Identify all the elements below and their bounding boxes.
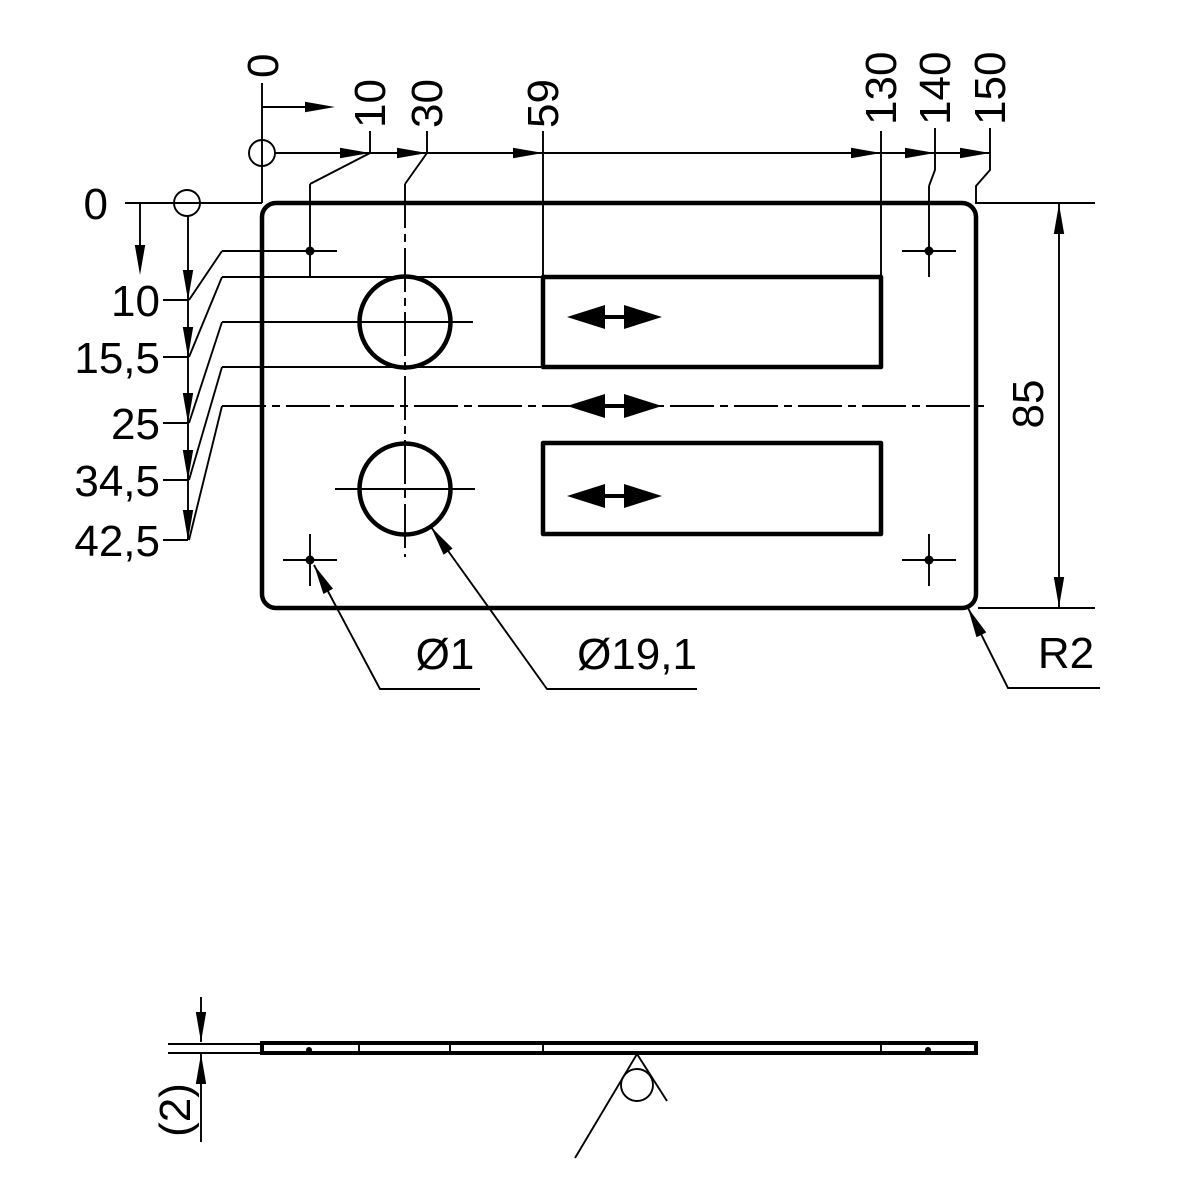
dim-arrow-head <box>905 147 935 159</box>
dim-arrow-head <box>182 327 194 357</box>
dim-arrow-head <box>960 147 990 159</box>
x-ordinate-label-130: 130 <box>857 52 906 125</box>
jog-line <box>188 276 223 358</box>
slot-top-direction-arrow <box>567 305 662 329</box>
top-view <box>222 184 990 611</box>
small-hole-diameter-label: Ø1 <box>416 630 475 679</box>
symbol-circle <box>620 1068 654 1102</box>
arrow-head-right <box>624 394 662 418</box>
surface-finish-symbol <box>574 1053 668 1159</box>
slot-bottom <box>540 440 884 537</box>
small-hole-leader: Ø1 <box>313 564 480 690</box>
height-dimension-label: 85 <box>1004 380 1053 429</box>
dim-arrow-head-up <box>195 1054 207 1084</box>
cross-dot <box>305 555 315 565</box>
leader-line <box>430 526 697 690</box>
dim-arrow-head <box>182 450 194 480</box>
arrow-head-left <box>567 484 605 508</box>
thickness-dimension: (2) <box>151 997 262 1142</box>
centerline-direction-arrow <box>567 394 662 418</box>
y-ordinate-label-15-5: 15,5 <box>74 334 160 383</box>
leader-arrow-head <box>968 608 987 638</box>
extension-line-30 <box>404 131 428 185</box>
jog-line <box>188 321 223 424</box>
x-ordinate-label-140: 140 <box>911 52 960 125</box>
dim-arrow-head <box>182 393 194 423</box>
y-ordinate-label-34-5: 34,5 <box>74 457 160 506</box>
corner-radius-leader: R2 <box>967 607 1100 689</box>
arrow-head-right <box>624 484 662 508</box>
slot-bottom-direction-arrow <box>567 484 662 508</box>
arrow-head-left <box>567 305 605 329</box>
large-hole-leader: Ø19,1 <box>430 526 697 690</box>
small-hole-mark <box>306 1047 312 1053</box>
x-ordinate-dimensions: 0 10 30 59 130 140 150 <box>239 52 1015 277</box>
small-hole-top-left <box>305 184 315 277</box>
thickness-label: (2) <box>151 1083 200 1137</box>
dim-arrow-head <box>340 147 370 159</box>
small-hole-top-right <box>902 186 956 277</box>
plate-profile <box>260 1041 978 1055</box>
dim-arrow-head-up <box>1053 204 1065 234</box>
extension-line-10 <box>309 131 371 185</box>
corner-radius-label: R2 <box>1038 629 1094 678</box>
arrow-head-left <box>567 394 605 418</box>
small-hole-mark <box>925 1047 931 1053</box>
jog-line <box>188 405 223 541</box>
cross-dot <box>924 555 934 565</box>
leader-arrow-head <box>431 527 453 555</box>
dim-arrow-head <box>182 270 194 300</box>
dim-arrow-head <box>397 147 427 159</box>
large-hole-diameter-label: Ø19,1 <box>577 630 697 679</box>
side-view: (2) <box>151 997 978 1159</box>
slot-top <box>540 274 884 370</box>
jog-line <box>188 366 223 481</box>
y-ordinate-dimensions: 0 10 15,5 25 34,5 42,5 <box>74 180 1095 566</box>
y-ordinate-label-10: 10 <box>111 277 160 326</box>
leader-arrow-head <box>314 565 333 594</box>
direction-arrow-head <box>305 101 335 113</box>
y-ordinate-origin-label: 0 <box>84 180 108 229</box>
x-ordinate-origin-label: 0 <box>239 54 288 78</box>
y-ordinate-label-42-5: 42,5 <box>74 517 160 566</box>
cross-dot <box>924 246 934 256</box>
height-dimension: 85 <box>978 203 1095 609</box>
dim-arrow-head <box>851 147 881 159</box>
extension-line-140 <box>928 128 936 187</box>
small-hole-bottom-left <box>283 534 337 586</box>
x-ordinate-label-10: 10 <box>346 79 395 128</box>
symbol-long-leg <box>574 1053 638 1159</box>
direction-arrow-head <box>134 245 146 275</box>
x-ordinate-label-59: 59 <box>519 79 568 128</box>
arrow-head-right <box>624 305 662 329</box>
x-ordinate-label-30: 30 <box>403 79 452 128</box>
x-ordinate-label-150: 150 <box>966 52 1015 125</box>
dim-arrow-head <box>513 147 543 159</box>
dim-arrow-head <box>182 510 194 540</box>
leader-line <box>313 564 480 690</box>
dim-arrow-head-down <box>1053 577 1065 607</box>
small-hole-bottom-right <box>902 534 956 586</box>
dim-arrow-head-down <box>195 1012 207 1042</box>
extension-line-150 <box>975 128 991 204</box>
jog-line <box>188 250 223 301</box>
origin-circle <box>173 189 201 217</box>
y-ordinate-label-25: 25 <box>111 400 160 449</box>
